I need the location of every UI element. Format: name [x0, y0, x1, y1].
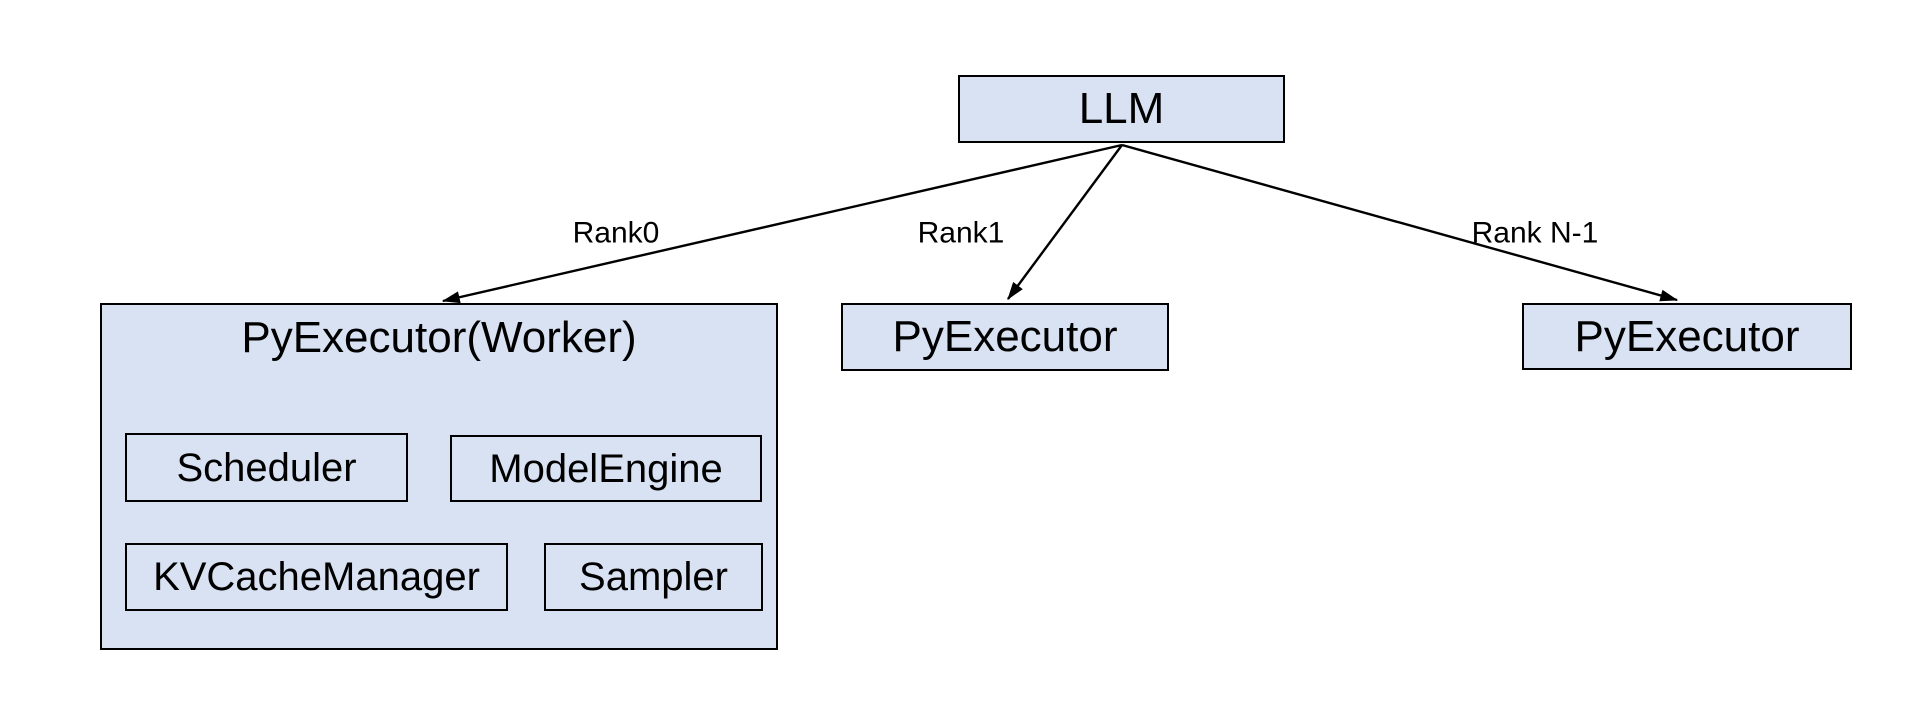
- pyexecutor-rank1-node-label: PyExecutor: [892, 312, 1118, 361]
- modelengine-node: ModelEngine: [450, 435, 762, 502]
- pyexecutor-rank-n-1-node: PyExecutor: [1522, 303, 1852, 370]
- pyexecutor-rank-n-1-node-label: PyExecutor: [1574, 311, 1800, 361]
- scheduler-node-label: Scheduler: [176, 445, 357, 490]
- kvcachemanager-node-label: KVCacheManager: [153, 555, 480, 599]
- llm-node: LLM: [958, 75, 1285, 143]
- edge-label-rank1: Rank1: [917, 216, 1005, 250]
- sampler-node-label: Sampler: [579, 555, 728, 599]
- pyexecutor-worker-title: PyExecutor(Worker): [241, 313, 637, 362]
- modelengine-node-label: ModelEngine: [489, 446, 723, 491]
- edge-rank0-arrow: [441, 143, 1123, 304]
- sampler-node: Sampler: [544, 543, 763, 611]
- pyexecutor-worker-node: PyExecutor(Worker) Scheduler ModelEngine…: [100, 303, 778, 650]
- kvcachemanager-node: KVCacheManager: [125, 543, 508, 611]
- scheduler-node: Scheduler: [125, 433, 408, 502]
- edge-label-rank-n-1: Rank N-1: [1471, 216, 1599, 250]
- llm-node-label: LLM: [1078, 84, 1165, 133]
- edge-label-rank0: Rank0: [572, 216, 660, 250]
- edge-rank1-arrow: [1007, 144, 1123, 300]
- pyexecutor-rank1-node: PyExecutor: [841, 303, 1169, 371]
